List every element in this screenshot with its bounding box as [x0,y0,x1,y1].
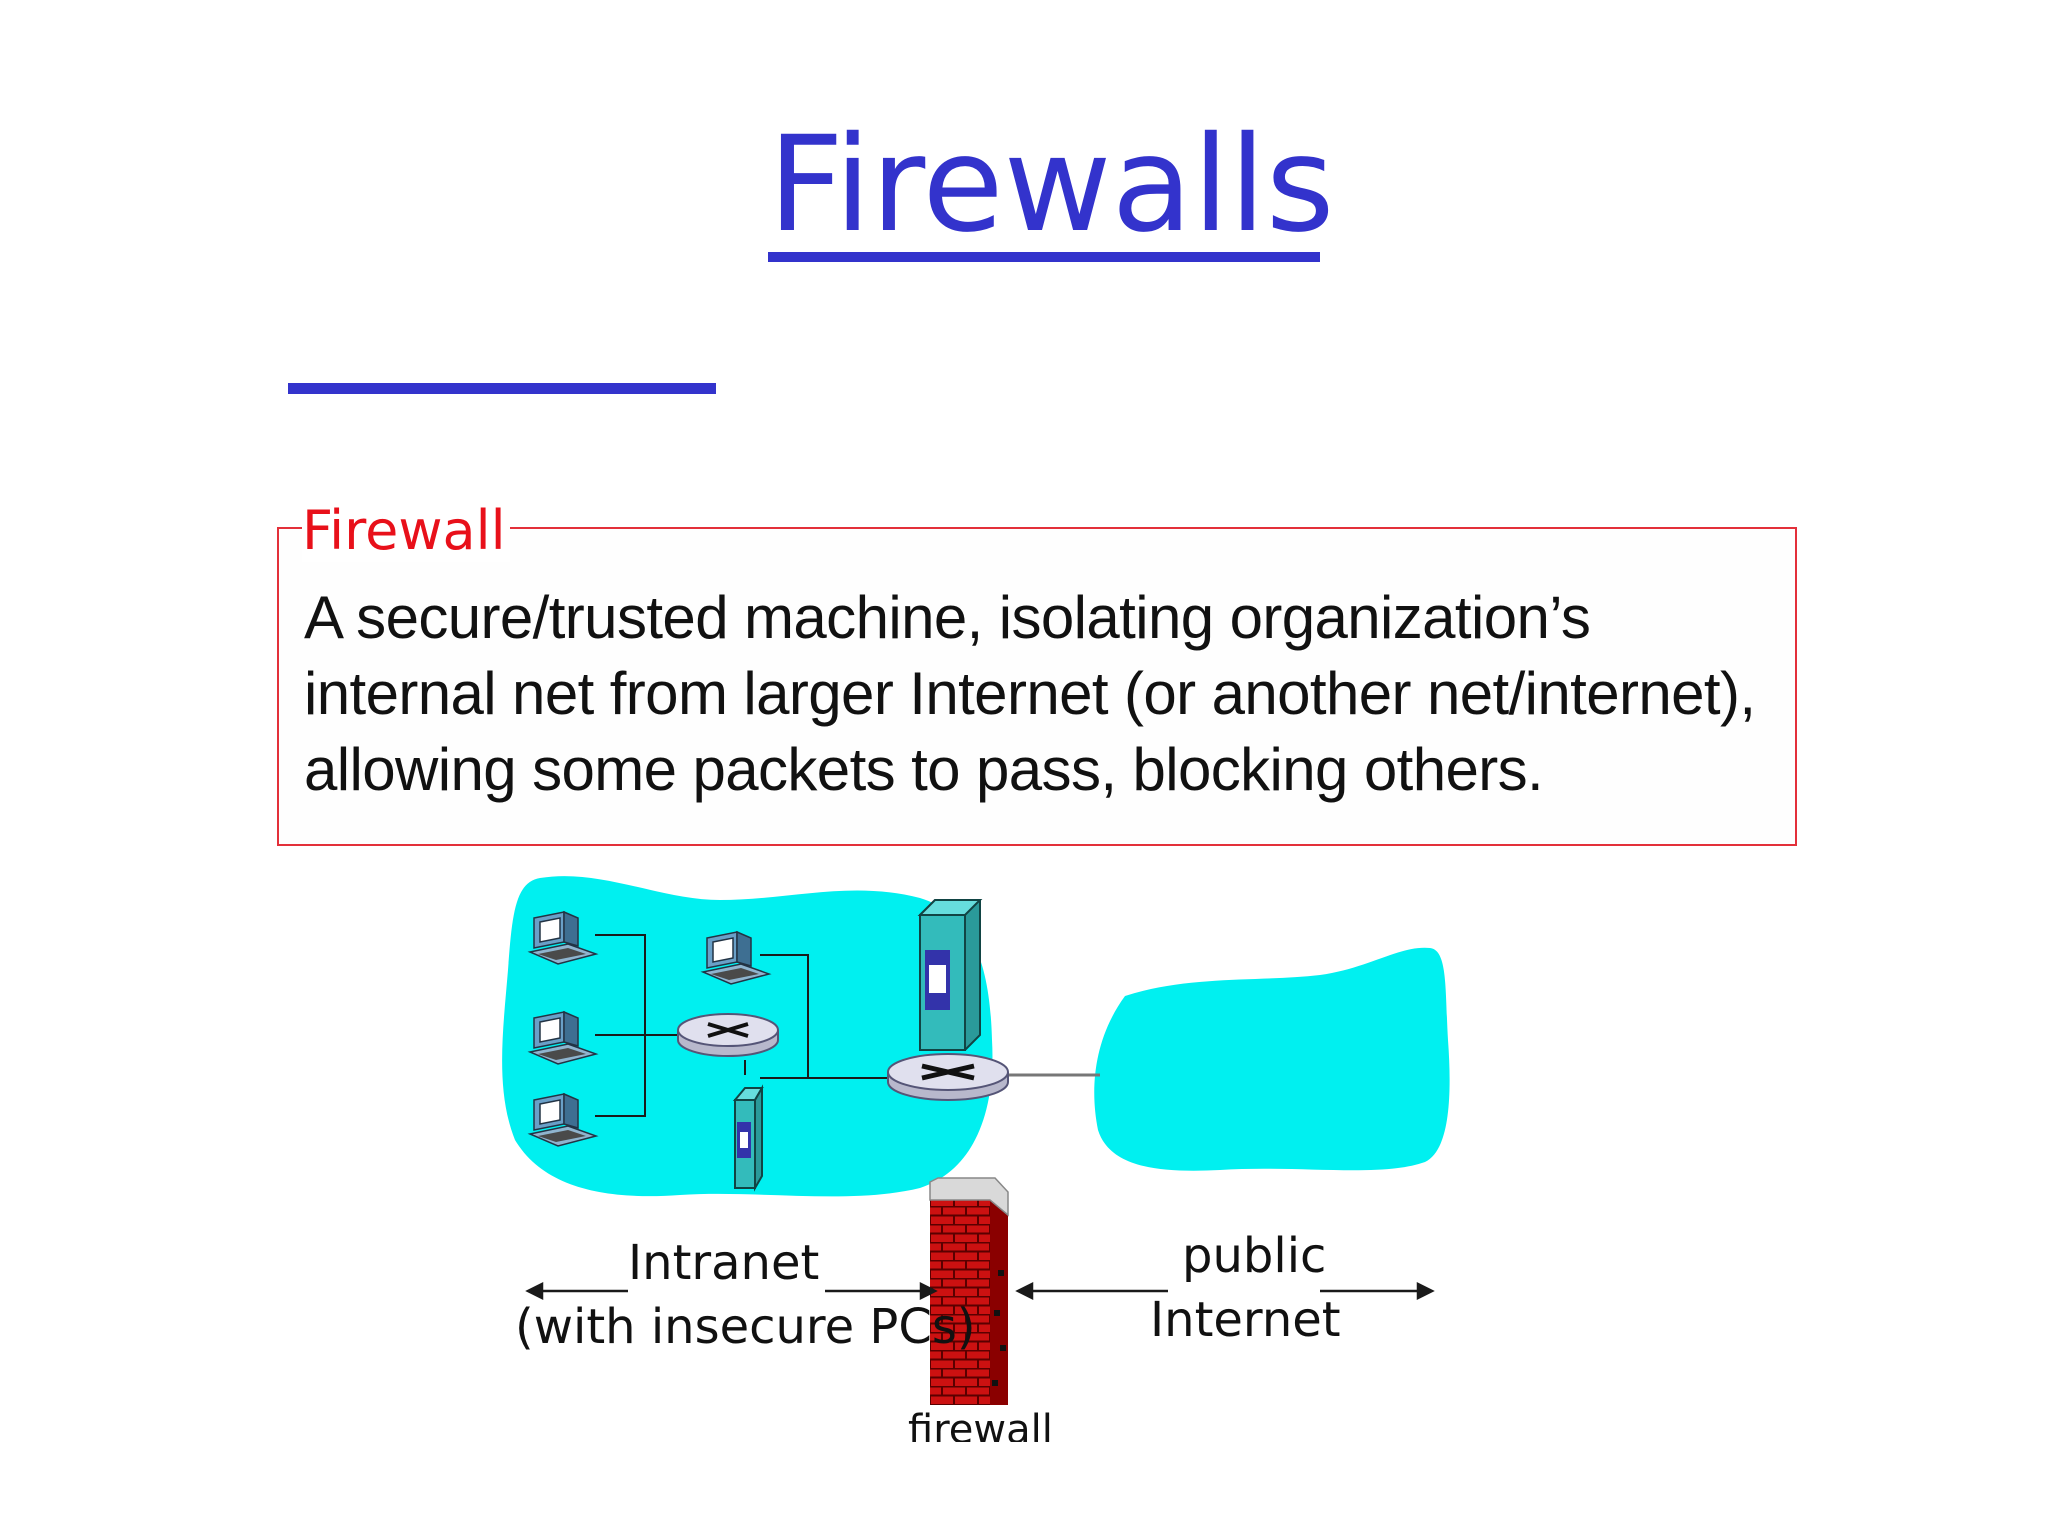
small-server-icon [735,1088,762,1188]
public-label: public [1182,1226,1326,1286]
firewall-wall-icon [930,1178,1008,1405]
intranet-label: Intranet [628,1233,819,1293]
gateway-router-icon [888,1054,1008,1100]
internet-cloud [1094,948,1449,1171]
firewall-caption: firewall [908,1408,1053,1442]
router-icon [678,1014,778,1056]
internet-label: Internet [1150,1290,1341,1350]
intranet-sublabel: (with insecure PCs) [515,1297,976,1357]
server-icon [920,900,980,1050]
